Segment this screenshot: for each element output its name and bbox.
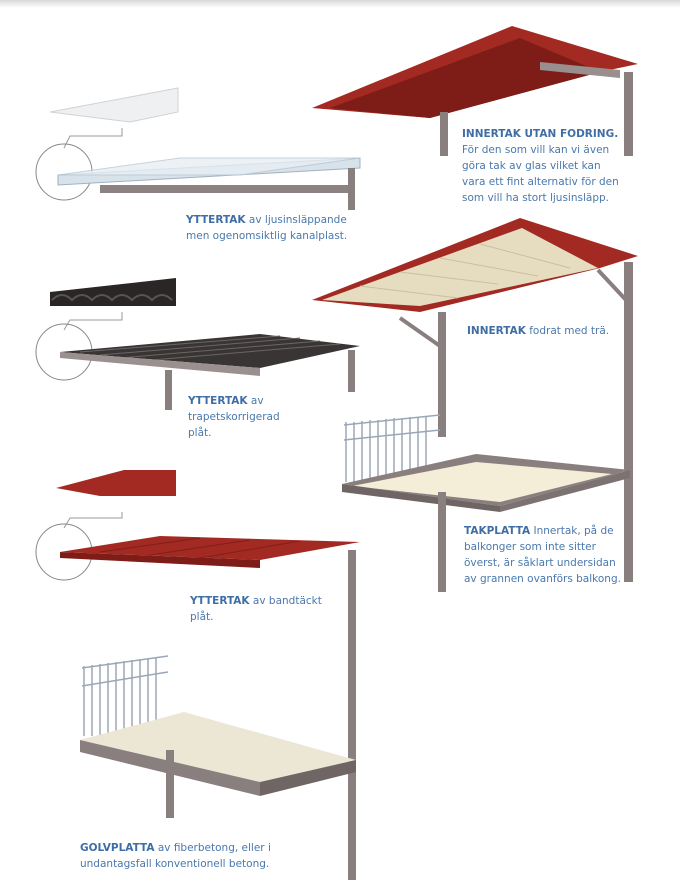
standing-seam-roof-illustration <box>35 470 360 880</box>
caption-innertak-tra: INNERTAK fodrat med trä. <box>467 325 610 337</box>
floor-slab-illustration <box>80 655 356 818</box>
red-roof-no-lining-illustration <box>312 26 638 156</box>
top-shadow <box>0 0 680 8</box>
trapezoidal-roof-illustration <box>35 278 360 410</box>
wood-lined-roof-illustration <box>312 218 638 582</box>
caption-innertak-utan-fodring: INNERTAK UTAN FODRING.För den som vill k… <box>462 128 619 204</box>
ceiling-slab-illustration <box>342 414 630 592</box>
kanalplast-roof-illustration <box>35 87 361 210</box>
